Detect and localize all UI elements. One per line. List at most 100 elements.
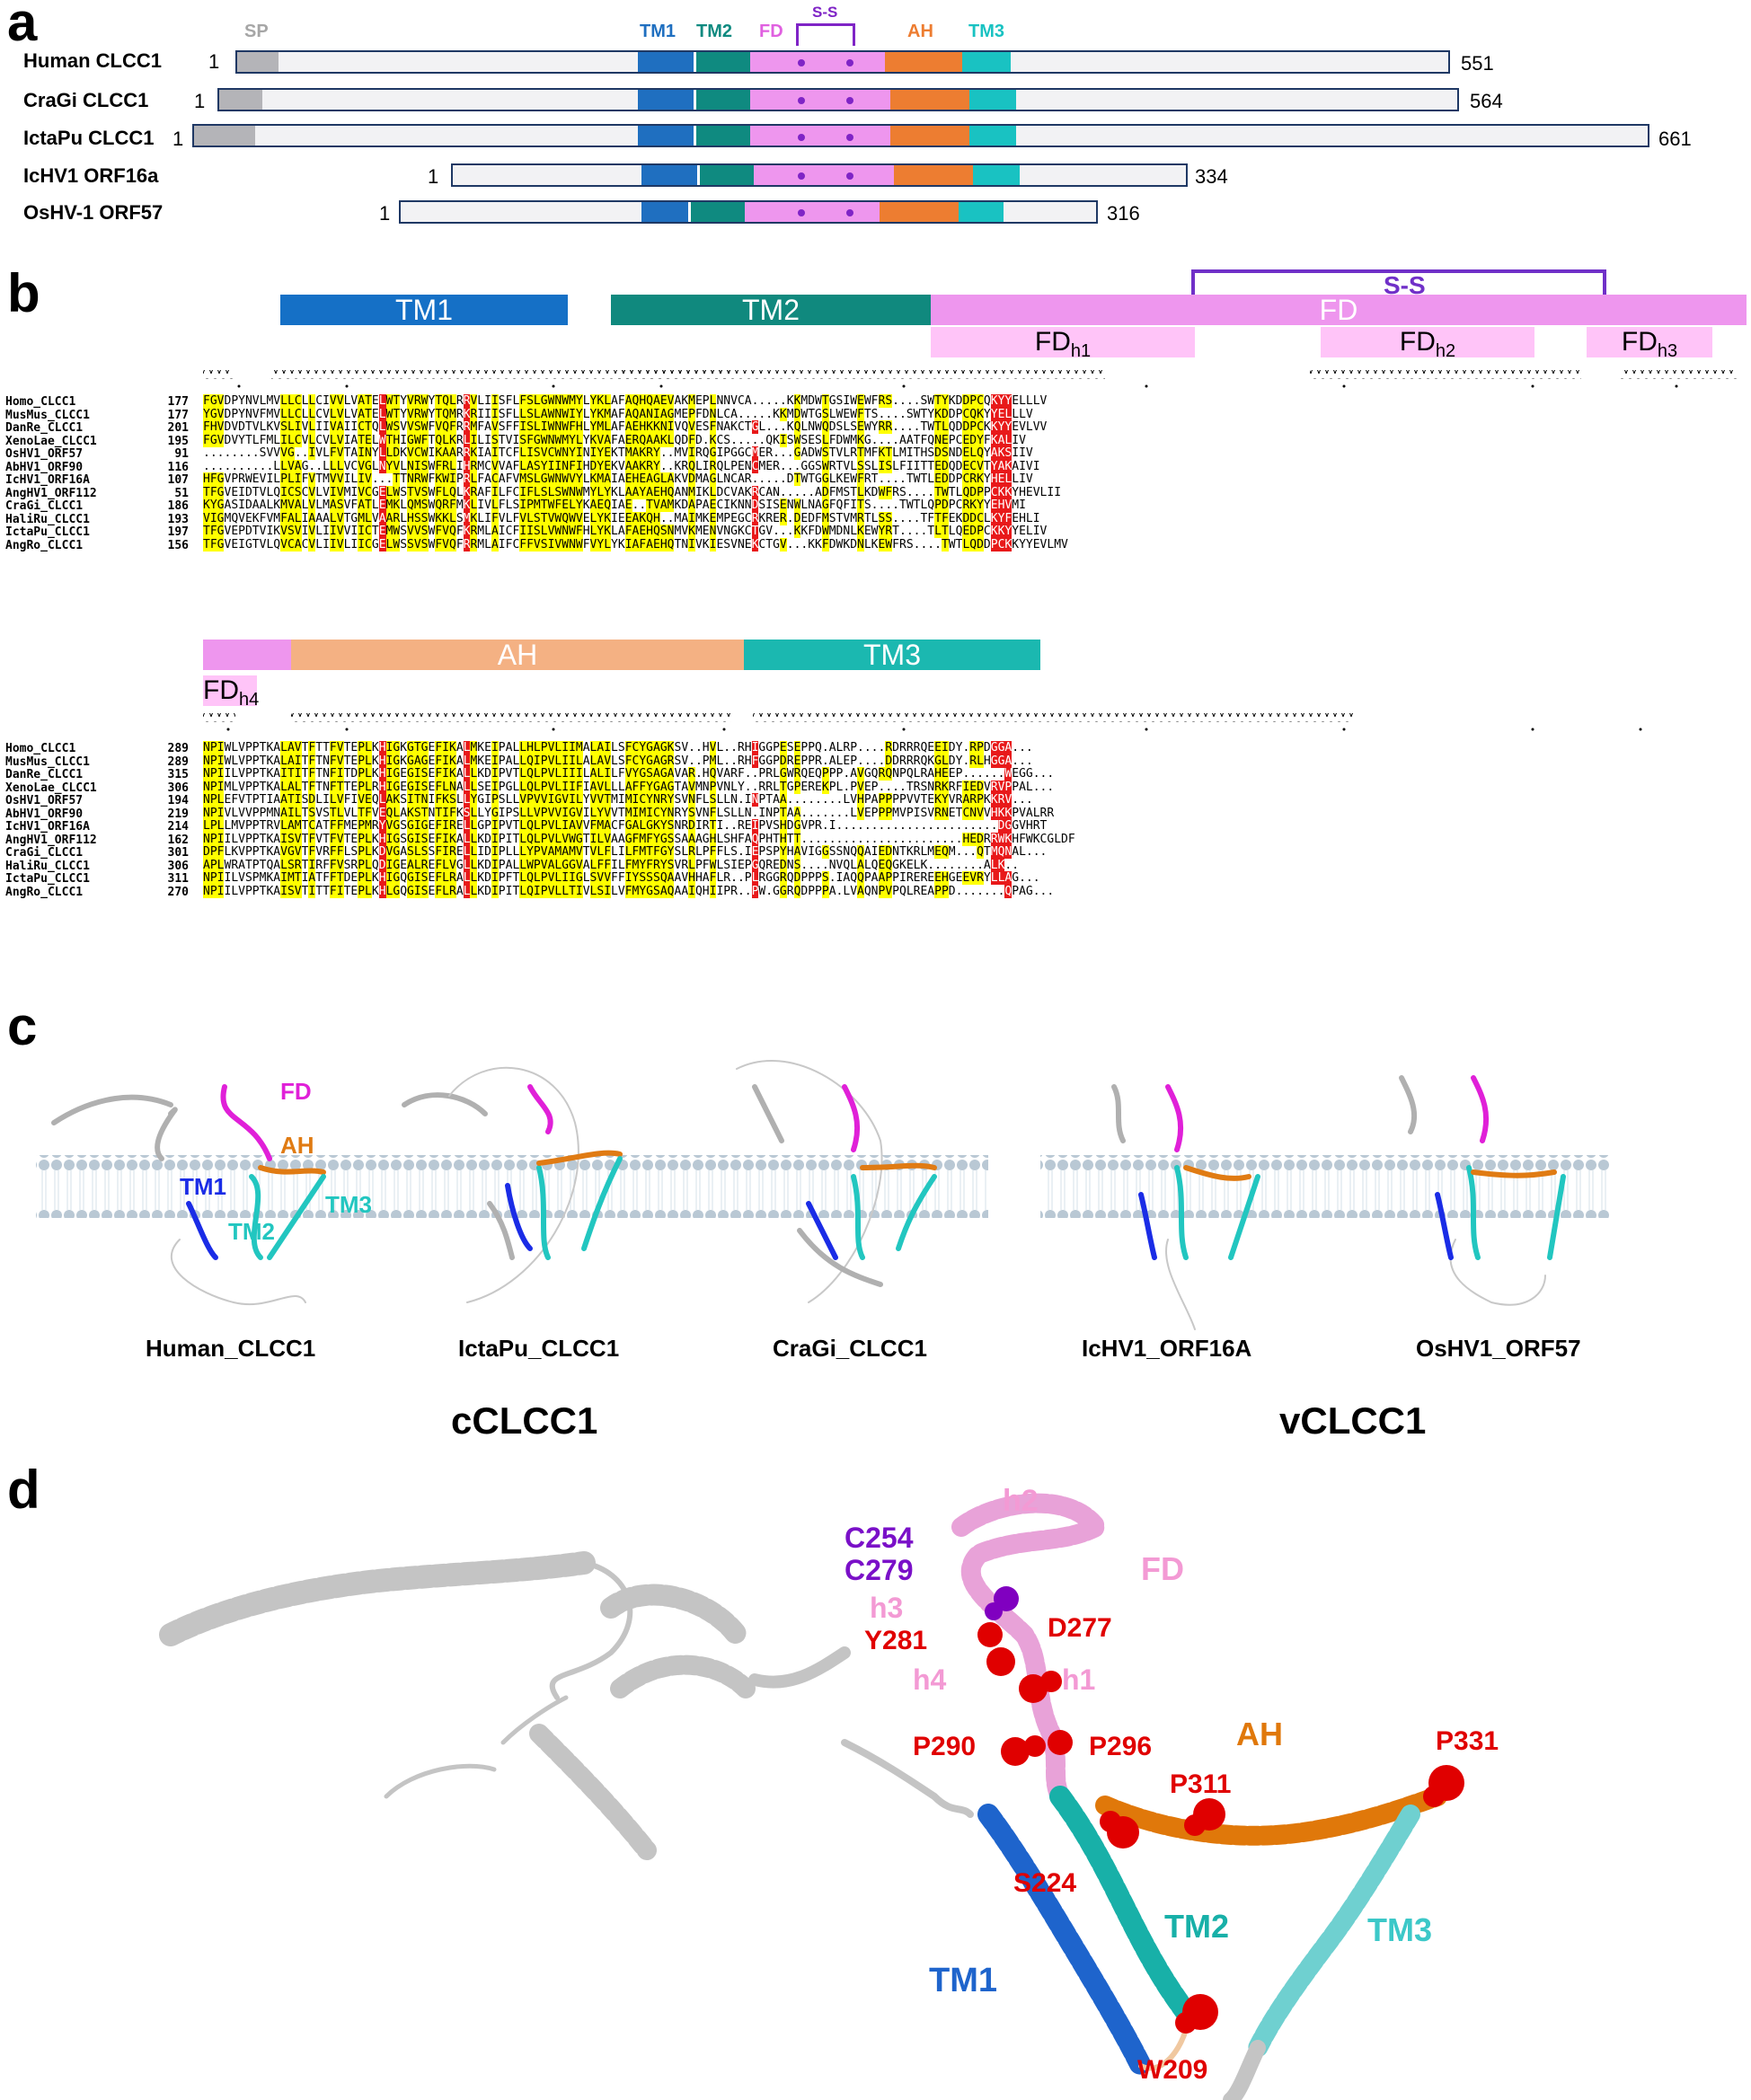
alignment-sequence: NPLEFVTPTIAATISDLILVFIVEQLAKSITNIFKSLLYG… [203,793,1033,807]
d-h4-label: h4 [913,1663,947,1696]
structure-human [51,1084,326,1306]
ss-label-b: S-S [1384,271,1426,299]
alignment-species-name: Homo_CLCC1 [5,742,76,755]
fd-segment [750,90,890,110]
segment-gap [697,165,700,185]
alignment-species-name: CraGi_CLCC1 [5,499,84,513]
panel-a-letter: a [7,0,38,52]
alignment-species-name: MusMus_CLCC1 [5,408,90,422]
d-s224-label: S224 [1013,1868,1077,1898]
alignment-sequence: ..........LLVAG..LLLVCVGLNYVLNISWFRLIHRM… [203,459,1040,473]
tm1-segment [638,90,694,110]
alignment-species-name: IctaPu_CLCC1 [5,525,90,539]
tm2-segment [696,90,750,110]
tm2-segment [700,165,754,185]
alignment-sequence: NPIILVSPMKAIMTIATFFTDEPLKHIGQGISEFLRALLK… [203,871,1040,885]
alignment-position: 194 [167,794,189,807]
alignment-position: 219 [167,807,189,821]
ss-bracket [796,23,855,46]
tm1-segment [638,52,694,72]
structure-name: IctaPu_CLCC1 [458,1335,620,1362]
alignment-position: 270 [167,885,189,899]
alignment-position: 193 [167,512,189,526]
alignment-sequence: FHVDVDTVLKVSLIVLIIVAIICTQLWSVVSWFVQFRRMF… [203,420,1048,434]
d-h3-label: h3 [870,1592,904,1624]
domain-bar [235,50,1450,74]
panel-b-letter: b [7,263,40,323]
protein-name: IctaPu CLCC1 [23,127,155,149]
fd-segment [750,126,890,146]
track-tm3: TM3 [744,640,1040,670]
alignment-sequence: DPFLKVPPTKAVGVTFVRFFLSPLKDVGASLSSFIRELLI… [203,845,1048,859]
ah-segment [890,126,969,146]
alignment-position: 306 [167,781,189,795]
alignment-sequence: APLWRATPTQALSRTIRFFVSRPLQDIGEALREFLVGLLK… [203,858,1020,872]
alignment-sequence: FGVDPYNVLMVLLCLLCIVVLVATELWTYVRWYTQLRRVL… [203,394,1048,408]
alignment-sequence: TFGVEIGTVLQVCACVLIIVLIICGELWSSVSWFVQFRRM… [203,537,1068,551]
ah-segment [880,202,959,222]
fd-segment [745,202,880,222]
d-p331-label: P331 [1436,1726,1499,1756]
tm3-segment [969,90,1016,110]
d-fd-label: FD [1141,1550,1184,1587]
protein-name: IcHV1 ORF16a [23,164,159,187]
protein-name: CraGi CLCC1 [23,89,149,111]
d-w209-label: W209 [1137,2055,1208,2085]
alignment-species-name: AngRo_CLCC1 [5,885,84,899]
alignment-species-name: AngHV1_ORF112 [5,486,97,500]
alignment-position: 306 [167,859,189,873]
alignment-species-name: AngRo_CLCC1 [5,538,84,552]
ah-segment [890,90,969,110]
track-fdh1: FDh1 [931,327,1195,361]
alignment-position: 186 [167,499,189,513]
alignment-species-name: IcHV1_ORF16A [5,473,90,487]
group-cellular: cCLCC1 [451,1399,598,1442]
fdh1-sub: h1 [1070,341,1092,361]
protein-end: 334 [1195,165,1228,188]
c-fd-label: FD [280,1078,312,1105]
panel-d-letter: d [7,1460,40,1520]
structure-name: Human_CLCC1 [146,1335,316,1362]
alignment-sequence: NPIMLVPPTKALALTFTNFTTEPLRHIGEGISEFLNALLS… [203,780,1055,794]
alignment-species-name: OsHV1_ORF57 [5,447,84,461]
d-y281-label: Y281 [864,1626,928,1655]
c-ah-label: AH [280,1132,314,1159]
d-tm2-label: TM2 [1164,1908,1229,1945]
panel-c-letter: c [7,996,38,1056]
tm2-segment [691,202,745,222]
track-fd-b2 [203,640,291,670]
alignment-position: 116 [167,460,189,474]
protein-start: 1 [428,165,439,188]
segment-gap [688,202,691,222]
alignment-sequence: TFGVEIDTVLQICSCVLVIVMIVCGELWSTVSWFLQLKRA… [203,485,1062,499]
structure-ichv1 [1111,1084,1260,1330]
alignment-position: 107 [167,473,189,487]
d-tm1-label: TM1 [929,1962,997,1999]
ss-header: S-S [812,4,838,21]
tm1-segment [638,126,694,146]
sp-segment [237,52,279,72]
d-p296-label: P296 [1089,1732,1153,1761]
protein-name: OsHV-1 ORF57 [23,201,164,224]
ah-header: AH [907,22,933,41]
alignment-sequence: YGVDPYNVFMVLLCLLCVLVLVATELWTYVRWYTQMRKRI… [203,407,1033,421]
sp-segment [219,90,262,110]
track-tm1: TM1 [280,295,568,325]
alignment-position: 177 [167,395,189,409]
alignment-position: 289 [167,742,189,755]
alignment-sequence: NPIWLVPPTKALAITFTNFVTEPLKHIGKGAGEFIKALMK… [203,754,1033,768]
tm2-header: TM2 [696,22,732,41]
fdh3-main: FD [1621,327,1658,357]
fdh3-sub: h3 [1657,341,1678,361]
alignment-sequence: LPLLMVPPTRVLAMTCATFFMEPMRYVGSGIGEFIRELLG… [203,819,1048,833]
alignment-species-name: XenoLae_CLCC1 [5,434,97,448]
fdh2-sub: h2 [1435,341,1456,361]
tm3-header: TM3 [968,22,1004,41]
structure-name: OsHV1_ORF57 [1416,1335,1581,1362]
tm3-segment [969,126,1016,146]
tm2-segment [696,52,750,72]
domain-bar [399,200,1098,224]
membrane-structures [36,1060,1610,1330]
structure-name: CraGi_CLCC1 [773,1335,927,1362]
alignment-position: 162 [167,833,189,847]
